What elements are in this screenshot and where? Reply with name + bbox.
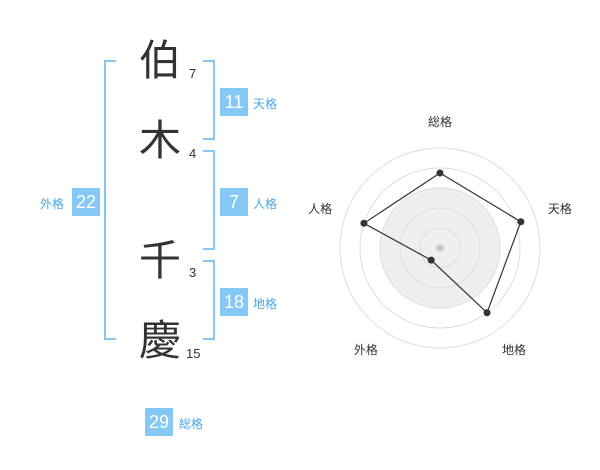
soukaku-label: 総格 [179, 417, 204, 431]
gaikaku-label: 外格 [40, 197, 65, 211]
tenkaku-bracket [203, 60, 215, 140]
radar-axis-label: 天格 [548, 201, 572, 216]
name-char-2: 木 [138, 116, 181, 165]
radar-ring [359, 167, 521, 329]
jinkaku-bracket [203, 150, 215, 250]
radar-polygon [362, 172, 522, 314]
jinkaku-label: 人格 [253, 197, 278, 211]
radar-axis-label: 外格 [354, 342, 378, 357]
stroke-count-3: 3 [189, 265, 197, 280]
gaikaku-bracket [104, 60, 116, 340]
chikaku-bracket [203, 260, 215, 340]
radar-axis-label: 地格 [502, 342, 526, 357]
chikaku-badge: 18 [220, 288, 248, 316]
radar-point-3 [483, 309, 491, 317]
radar-axis-label: 人格 [308, 201, 332, 216]
name-char-1: 伯 [138, 36, 181, 85]
tenkaku-badge: 11 [220, 88, 248, 116]
radar-point-2 [517, 218, 525, 226]
stroke-count-2: 4 [189, 146, 197, 161]
radar-point-5 [360, 219, 368, 227]
tenkaku-label: 天格 [253, 97, 278, 111]
radar-axis-label: 総格 [428, 114, 452, 129]
name-char-4: 慶 [138, 316, 181, 365]
radar-point-4 [427, 256, 435, 264]
jinkaku-badge: 7 [220, 188, 248, 216]
stroke-count-1: 7 [189, 66, 197, 81]
radar-point-1 [436, 169, 444, 177]
gaikaku-badge: 22 [72, 188, 100, 216]
chikaku-label: 地格 [253, 297, 278, 311]
radar-center-dot [436, 244, 444, 252]
soukaku-badge: 29 [145, 408, 173, 436]
stroke-count-4: 15 [186, 346, 201, 361]
name-char-3: 千 [138, 236, 181, 285]
